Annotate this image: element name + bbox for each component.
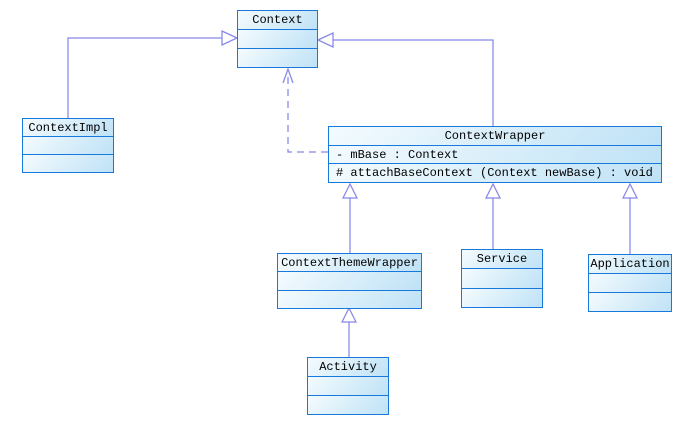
class-application-name: Application — [589, 255, 671, 273]
class-context-methods — [238, 48, 317, 67]
class-contextthemewrapper: ContextThemeWrapper — [277, 253, 422, 309]
class-contextwrapper-method-attachbasecontext: # attachBaseContext (Context newBase) : … — [329, 163, 661, 183]
class-context-name: Context — [238, 11, 317, 29]
class-service: Service — [461, 249, 543, 308]
generalization-arrowhead-icon — [340, 306, 358, 323]
dependency-arrowhead-icon — [282, 67, 294, 84]
class-application-attributes — [589, 273, 671, 292]
class-application: Application — [588, 254, 672, 312]
class-activity: Activity — [307, 357, 389, 415]
class-service-methods — [462, 287, 542, 307]
generalization-arrowhead-icon — [621, 182, 639, 199]
class-activity-name: Activity — [308, 358, 388, 376]
class-contextimpl: ContextImpl — [22, 118, 114, 173]
dependency-contextwrapper-to-context — [282, 67, 328, 153]
class-contextimpl-name: ContextImpl — [23, 119, 113, 136]
class-service-name: Service — [462, 250, 542, 269]
class-activity-methods — [308, 395, 388, 414]
generalization-contextwrapper-to-context — [316, 32, 494, 126]
generalization-contextthemewrapper-to-contextwrapper — [341, 182, 359, 253]
class-contextthemewrapper-attributes — [278, 271, 421, 290]
class-context: Context — [237, 10, 318, 68]
class-contextwrapper: ContextWrapper - mBase : Context # attac… — [328, 126, 662, 183]
generalization-activity-to-contextthemewrapper — [340, 306, 358, 357]
class-contextwrapper-attribute-mbase: - mBase : Context — [329, 144, 661, 164]
generalization-contextimpl-to-context — [67, 30, 239, 118]
generalization-application-to-contextwrapper — [621, 182, 639, 254]
class-contextthemewrapper-name: ContextThemeWrapper — [278, 254, 421, 272]
generalization-service-to-contextwrapper — [484, 182, 502, 249]
generalization-arrowhead-icon — [484, 182, 502, 199]
class-context-attributes — [238, 29, 317, 48]
class-contextthemewrapper-methods — [278, 289, 421, 308]
class-contextimpl-methods — [23, 154, 113, 172]
generalization-arrowhead-icon — [316, 32, 334, 48]
class-contextwrapper-name: ContextWrapper — [329, 127, 661, 145]
generalization-arrowhead-icon — [341, 182, 359, 199]
class-application-methods — [589, 292, 671, 311]
class-contextimpl-attributes — [23, 136, 113, 154]
class-activity-attributes — [308, 376, 388, 395]
class-service-attributes — [462, 268, 542, 288]
generalization-arrowhead-icon — [221, 30, 239, 46]
